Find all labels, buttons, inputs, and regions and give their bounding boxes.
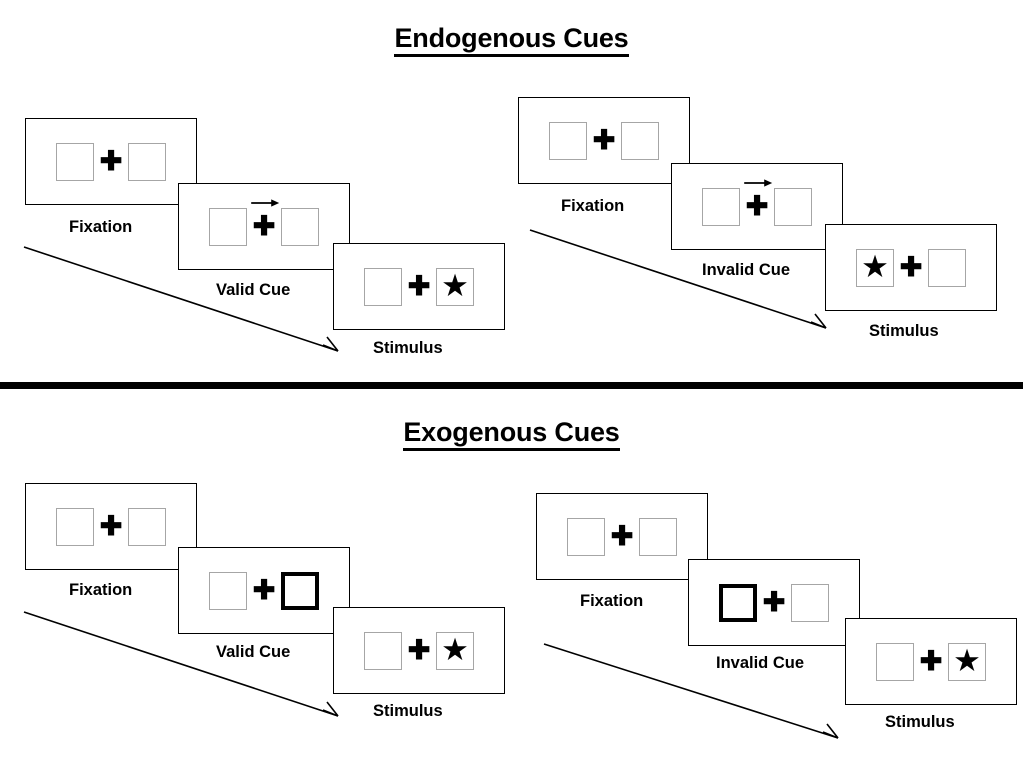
right-target-box: ★ (436, 267, 474, 306)
panel-inner: ✚ ★ (334, 244, 504, 329)
stimulus-stage: ✚ (549, 121, 659, 160)
stimulus-stage: ✚ (209, 198, 319, 246)
caption-endogenous-invalid-stimulus: Stimulus (869, 322, 939, 340)
panel-inner: ✚ (26, 119, 196, 204)
stimulus-stage: ★ ✚ (856, 248, 966, 287)
fixation-cross-icon: ✚ (740, 178, 774, 220)
panel-exogenous-valid-fixation[interactable]: ✚ (25, 483, 197, 570)
right-placeholder-box (928, 248, 966, 287)
star-target-icon: ★ (953, 643, 981, 678)
star-target-icon: ★ (861, 249, 889, 284)
fixation-cross-icon: ✚ (592, 124, 616, 155)
fixation-cross-icon: ✚ (99, 510, 123, 541)
panel-exogenous-invalid-cue[interactable]: ✚ (688, 559, 860, 646)
left-placeholder-box (209, 571, 247, 610)
stimulus-stage: ✚ (702, 178, 812, 226)
fixation-cross-icon: ✚ (610, 520, 634, 551)
panel-exogenous-invalid-stimulus[interactable]: ✚ ★ (845, 618, 1017, 705)
caption-endogenous-valid-fixation: Fixation (69, 218, 133, 236)
panel-inner: ✚ (519, 98, 689, 183)
panel-exogenous-invalid-fixation[interactable]: ✚ (536, 493, 708, 580)
panel-endogenous-invalid-stimulus[interactable]: ★ ✚ (825, 224, 997, 311)
fixation-cross-icon: ✚ (762, 586, 786, 617)
stimulus-stage: ✚ ★ (876, 642, 986, 681)
left-placeholder-box (364, 631, 402, 670)
right-placeholder-box (791, 583, 829, 622)
right-placeholder-box (774, 187, 812, 226)
section-title-exogenous: Exogenous Cues (0, 417, 1023, 451)
right-placeholder-box (128, 507, 166, 546)
fixation-cross-icon: ✚ (407, 270, 431, 301)
caption-endogenous-invalid-fixation: Fixation (561, 197, 625, 215)
section-title-endogenous: Endogenous Cues (0, 23, 1023, 57)
left-placeholder-box (876, 642, 914, 681)
panel-inner: ✚ (26, 484, 196, 569)
caption-exogenous-invalid-fixation: Fixation (580, 592, 644, 610)
fixation-cross-icon: ✚ (99, 145, 123, 176)
panel-inner: ✚ (179, 548, 349, 633)
section-title-exogenous-text: Exogenous Cues (403, 417, 620, 451)
left-cued-box (719, 583, 757, 622)
panel-endogenous-valid-cue[interactable]: ✚ (178, 183, 350, 270)
caption-exogenous-valid-stimulus: Stimulus (373, 702, 443, 720)
caption-endogenous-valid-stimulus: Stimulus (373, 339, 443, 357)
panel-exogenous-valid-cue[interactable]: ✚ (178, 547, 350, 634)
panel-inner: ✚ (537, 494, 707, 579)
panel-inner: ✚ ★ (334, 608, 504, 693)
panel-endogenous-invalid-cue[interactable]: ✚ (671, 163, 843, 250)
right-placeholder-box (128, 142, 166, 181)
right-target-box: ★ (948, 642, 986, 681)
right-placeholder-box (639, 517, 677, 556)
time-arrow-exogenous-valid (23, 611, 339, 717)
arrow-cue-right-icon (251, 198, 280, 207)
stimulus-stage: ✚ (719, 583, 829, 622)
left-placeholder-box (56, 507, 94, 546)
left-placeholder-box (209, 207, 247, 246)
panel-inner: ★ ✚ (826, 225, 996, 310)
panel-endogenous-valid-fixation[interactable]: ✚ (25, 118, 197, 205)
right-placeholder-box (621, 121, 659, 160)
left-placeholder-box (702, 187, 740, 226)
panel-inner: ✚ (179, 184, 349, 269)
section-title-endogenous-text: Endogenous Cues (394, 23, 629, 57)
left-placeholder-box (549, 121, 587, 160)
caption-exogenous-valid-cue: Valid Cue (216, 643, 291, 661)
fixation-cross-icon: ✚ (407, 634, 431, 665)
caption-exogenous-invalid-cue: Invalid Cue (716, 654, 805, 672)
panel-endogenous-valid-stimulus[interactable]: ✚ ★ (333, 243, 505, 330)
star-target-icon: ★ (441, 632, 469, 667)
stimulus-stage: ✚ (56, 507, 166, 546)
stimulus-stage: ✚ ★ (364, 631, 474, 670)
caption-endogenous-invalid-cue: Invalid Cue (702, 261, 791, 279)
right-target-box: ★ (436, 631, 474, 670)
stimulus-stage: ✚ ★ (364, 267, 474, 306)
time-arrow-endogenous-valid (23, 246, 339, 352)
fixation-cross-icon: ✚ (899, 251, 923, 282)
stimulus-stage: ✚ (209, 571, 319, 610)
panel-inner: ✚ ★ (846, 619, 1016, 704)
fixation-cross-icon: ✚ (247, 198, 281, 240)
left-placeholder-box (567, 517, 605, 556)
left-placeholder-box (364, 267, 402, 306)
section-divider (0, 382, 1023, 389)
caption-exogenous-valid-fixation: Fixation (69, 581, 133, 599)
fixation-cross-icon: ✚ (919, 645, 943, 676)
right-placeholder-box (281, 207, 319, 246)
panel-endogenous-invalid-fixation[interactable]: ✚ (518, 97, 690, 184)
left-target-box: ★ (856, 248, 894, 287)
left-placeholder-box (56, 142, 94, 181)
caption-exogenous-invalid-stimulus: Stimulus (885, 713, 955, 731)
time-arrow-exogenous-invalid (543, 643, 839, 739)
fixation-cross-icon: ✚ (252, 574, 276, 605)
panel-exogenous-valid-stimulus[interactable]: ✚ ★ (333, 607, 505, 694)
panel-inner: ✚ (689, 560, 859, 645)
stimulus-stage: ✚ (567, 517, 677, 556)
panel-inner: ✚ (672, 164, 842, 249)
time-arrow-endogenous-invalid (529, 229, 827, 329)
stimulus-stage: ✚ (56, 142, 166, 181)
right-cued-box (281, 571, 319, 610)
star-target-icon: ★ (441, 268, 469, 303)
arrow-cue-right-icon (744, 178, 773, 187)
caption-endogenous-valid-cue: Valid Cue (216, 281, 291, 299)
